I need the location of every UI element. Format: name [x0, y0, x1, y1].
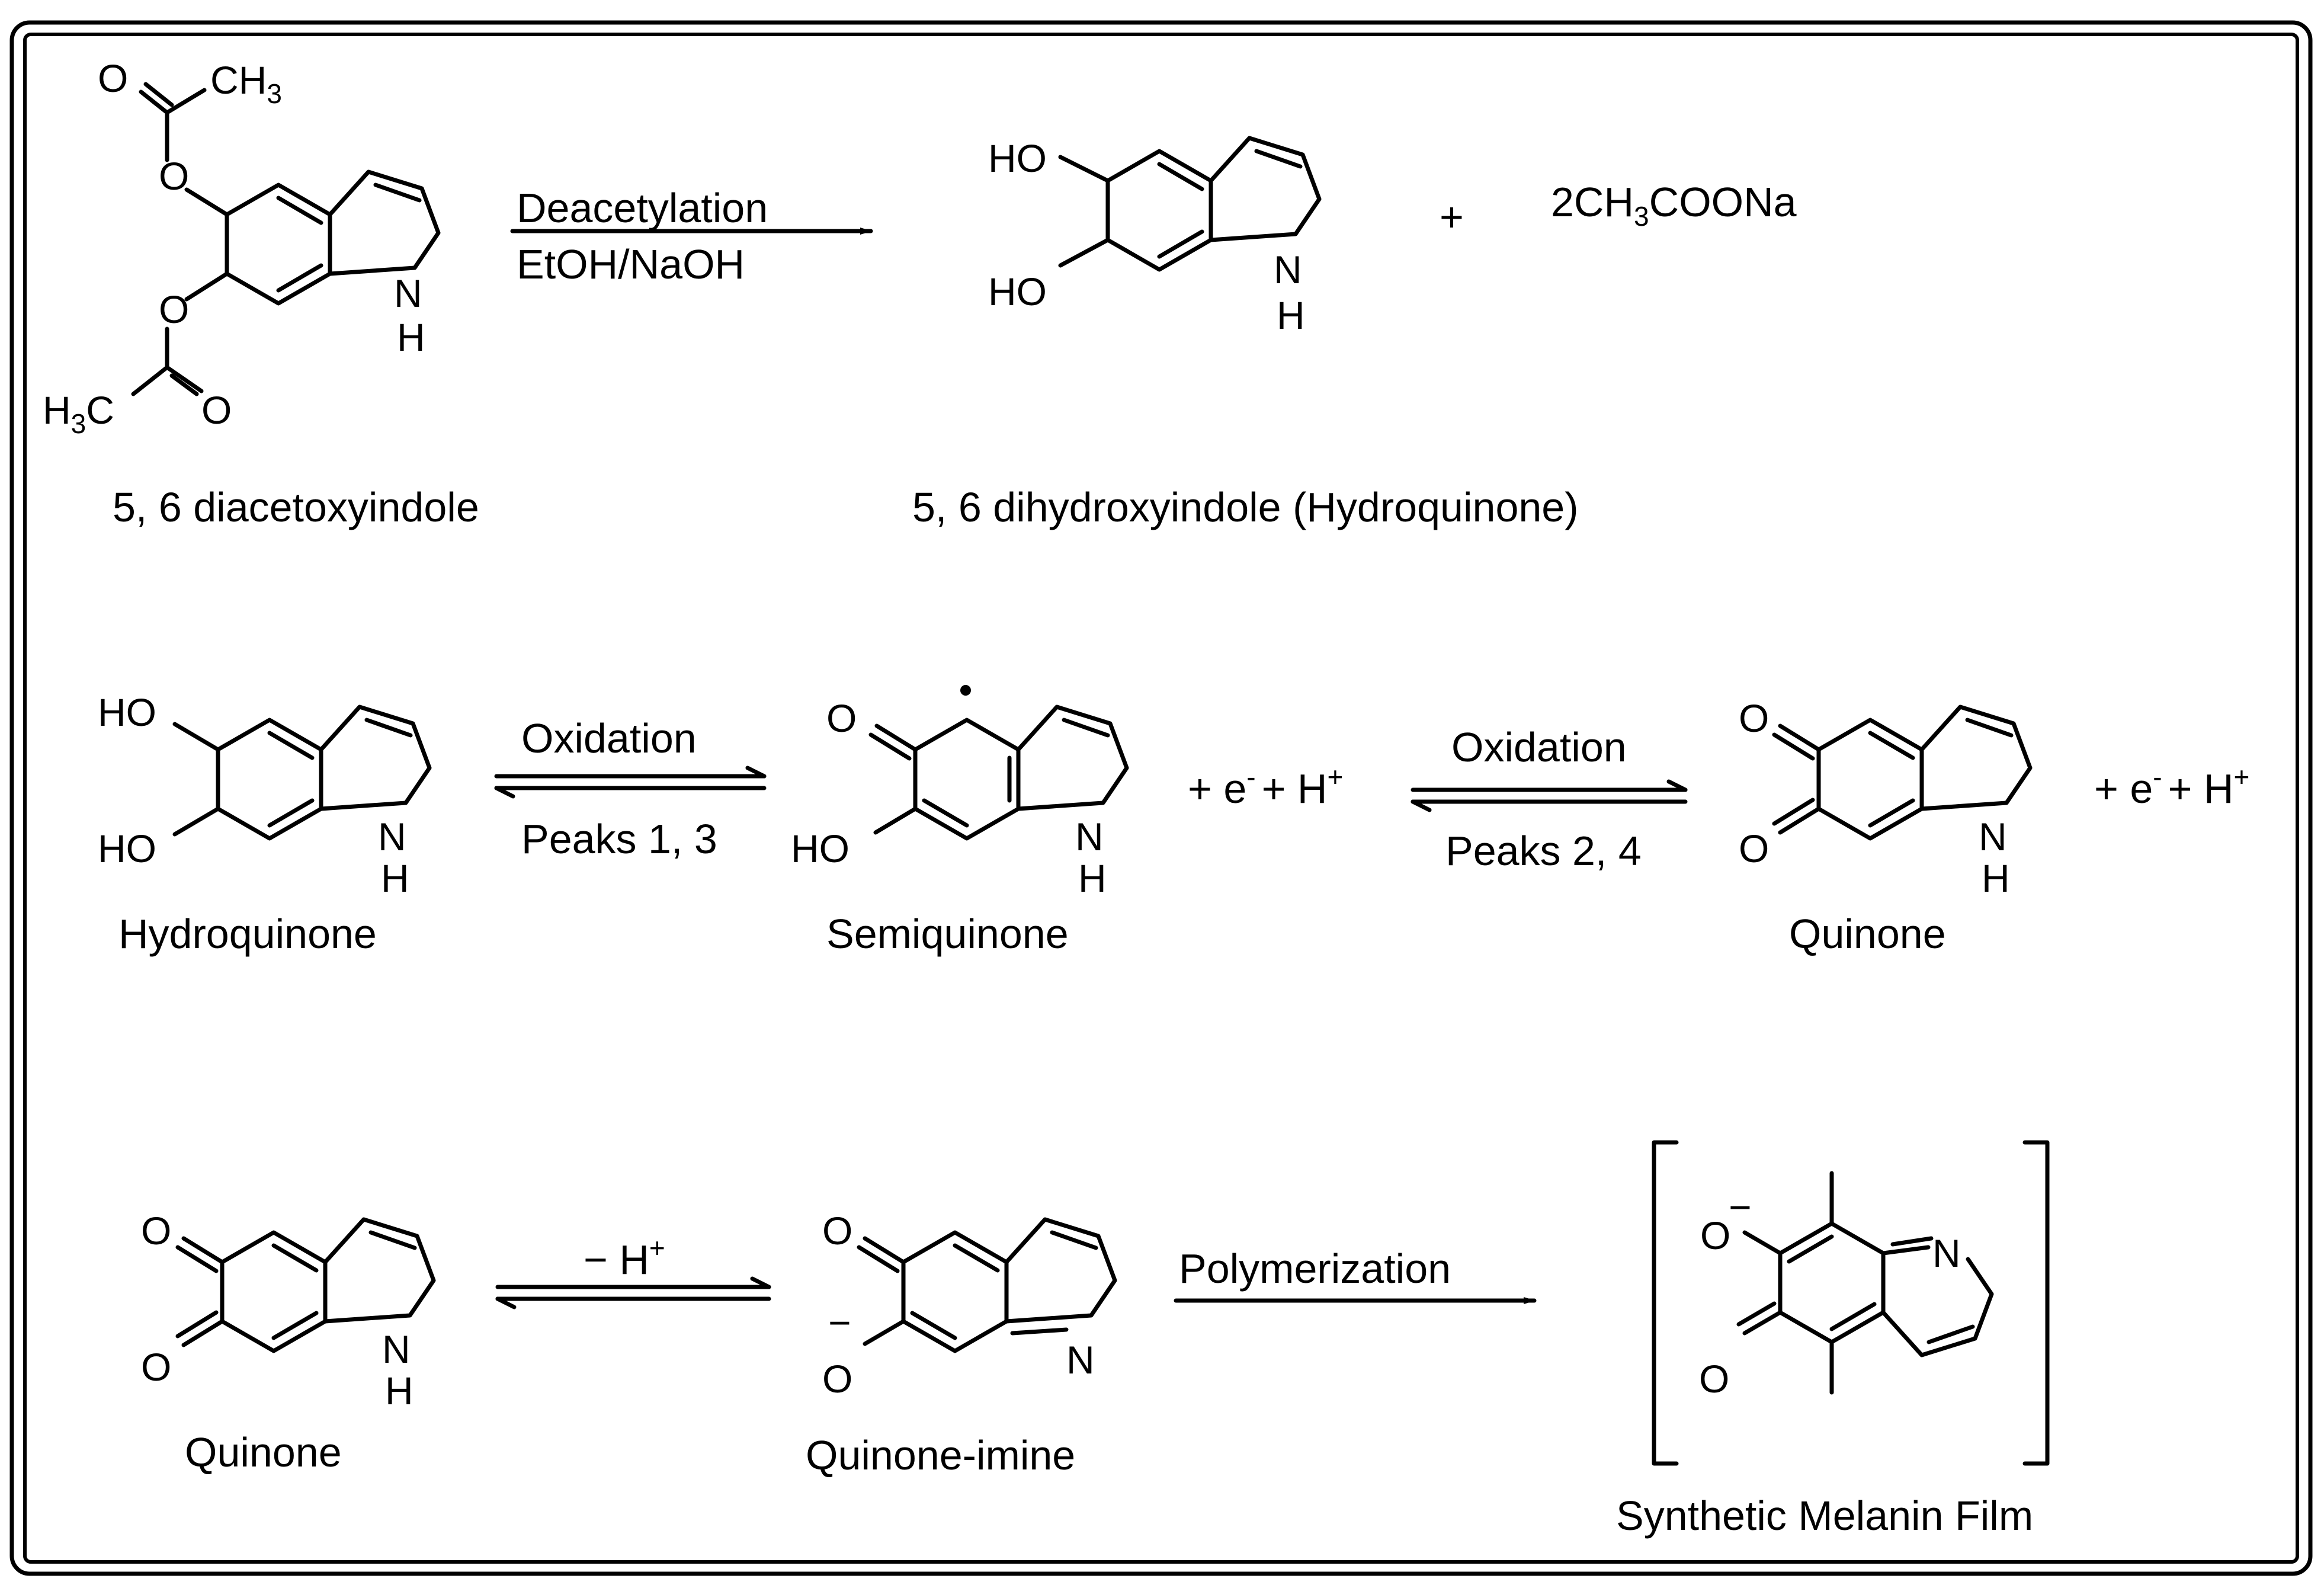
carbonyl-O-label-top: O — [1739, 696, 1769, 740]
melanin-N-label: N — [1932, 1231, 1961, 1275]
carbonyl-O-label-bottom: O — [1739, 827, 1769, 870]
indole-N-label: N — [382, 1327, 411, 1371]
carbonyl-O-label: O — [826, 696, 857, 740]
molecule-diacetoxyindole — [131, 82, 441, 396]
caption-diacetoxyindole: 5, 6 diacetoxyindole — [113, 484, 479, 530]
methyl-label-top: CH3 — [210, 58, 282, 109]
indole-N-label: N — [394, 271, 422, 315]
indole-N-label: N — [378, 815, 406, 859]
oxide-charge: − — [828, 1301, 851, 1344]
HO-label-bottom: HO — [98, 827, 156, 870]
bracket-right — [2022, 1140, 2050, 1466]
peaks-label-2: Peaks 2, 4 — [1445, 828, 1642, 874]
molecule-hydroquinone — [172, 705, 432, 841]
indole-N-label: N — [1979, 815, 2007, 859]
caption-quinone-imine: Quinone-imine — [806, 1432, 1075, 1478]
oxidation-label-2: Oxidation — [1451, 724, 1627, 770]
HO-label: HO — [791, 827, 850, 870]
imine-N-label: N — [1066, 1338, 1095, 1382]
electron-proton-1: + e-+ H+ — [1188, 761, 1343, 812]
indole-N-label: N — [1075, 815, 1104, 859]
carbonyl-O-label-top: O — [141, 1209, 171, 1253]
conditions-label: EtOH/NaOH — [517, 241, 745, 287]
equilibrium-arrow-2 — [1411, 779, 1688, 812]
carbonyl-O-label-bottom: O — [201, 388, 232, 432]
HO-label-bottom: HO — [988, 270, 1047, 313]
peaks-label-1: Peaks 1, 3 — [521, 816, 717, 862]
equilibrium-arrow-1 — [494, 766, 767, 799]
indole-H-label: H — [1982, 856, 2010, 900]
caption-quinone-row3: Quinone — [185, 1429, 342, 1475]
indole-H-label: H — [1078, 856, 1107, 900]
melanin-oxide-O-label: O — [1700, 1213, 1730, 1257]
caption-quinone: Quinone — [1789, 911, 1946, 957]
oxide-O-label: O — [822, 1357, 852, 1401]
molecule-semiquinone — [868, 705, 1129, 841]
melanin-carbonyl-O-label: O — [1699, 1357, 1729, 1401]
caption-dihydroxyindole: 5, 6 dihydroxyindole (Hydroquinone) — [912, 484, 1579, 530]
carbonyl-O-label: O — [98, 56, 128, 100]
melanin-charge: − — [1729, 1185, 1752, 1229]
molecule-quinone — [1772, 705, 2033, 841]
caption-hydroquinone: Hydroquinone — [118, 911, 377, 957]
indole-H-label: H — [381, 856, 409, 900]
carbonyl-O-label: O — [822, 1209, 852, 1253]
plus-sign: + — [1440, 194, 1464, 240]
sodium-acetate: 2CH3COONa — [1551, 179, 1797, 232]
deacetylation-label: Deacetylation — [517, 185, 768, 231]
oxidation-label-1: Oxidation — [521, 715, 697, 761]
indole-N-label: N — [1274, 248, 1302, 292]
molecule-dihydroxyindole — [1058, 136, 1322, 272]
equilibrium-arrow-3 — [495, 1276, 771, 1309]
methyl-label-bottom: H3C — [43, 388, 114, 439]
ester-O-label-bottom: O — [159, 287, 189, 331]
inner-frame — [23, 33, 2299, 1564]
carbonyl-O-label-bottom: O — [141, 1345, 171, 1389]
caption-semiquinone: Semiquinone — [826, 911, 1069, 957]
outer-frame — [9, 20, 2313, 1576]
indole-H-label: H — [385, 1369, 413, 1413]
molecule-quinone-row3 — [175, 1217, 436, 1353]
deprotonation-label: − H+ — [584, 1232, 665, 1283]
electron-proton-2: + e-+ H+ — [2094, 761, 2249, 812]
molecule-melanin-unit — [1736, 1171, 1994, 1395]
ester-O-label-top: O — [159, 154, 189, 198]
bracket-left — [1652, 1140, 1679, 1466]
radical-dot — [960, 685, 971, 696]
indole-H-label: H — [397, 315, 425, 359]
polymerization-label: Polymerization — [1179, 1245, 1451, 1292]
HO-label-top: HO — [98, 690, 156, 734]
indole-H-label: H — [1277, 293, 1305, 337]
molecule-quinone-imine — [857, 1217, 1117, 1353]
HO-label-top: HO — [988, 136, 1047, 180]
caption-melanin: Synthetic Melanin Film — [1616, 1493, 2033, 1539]
